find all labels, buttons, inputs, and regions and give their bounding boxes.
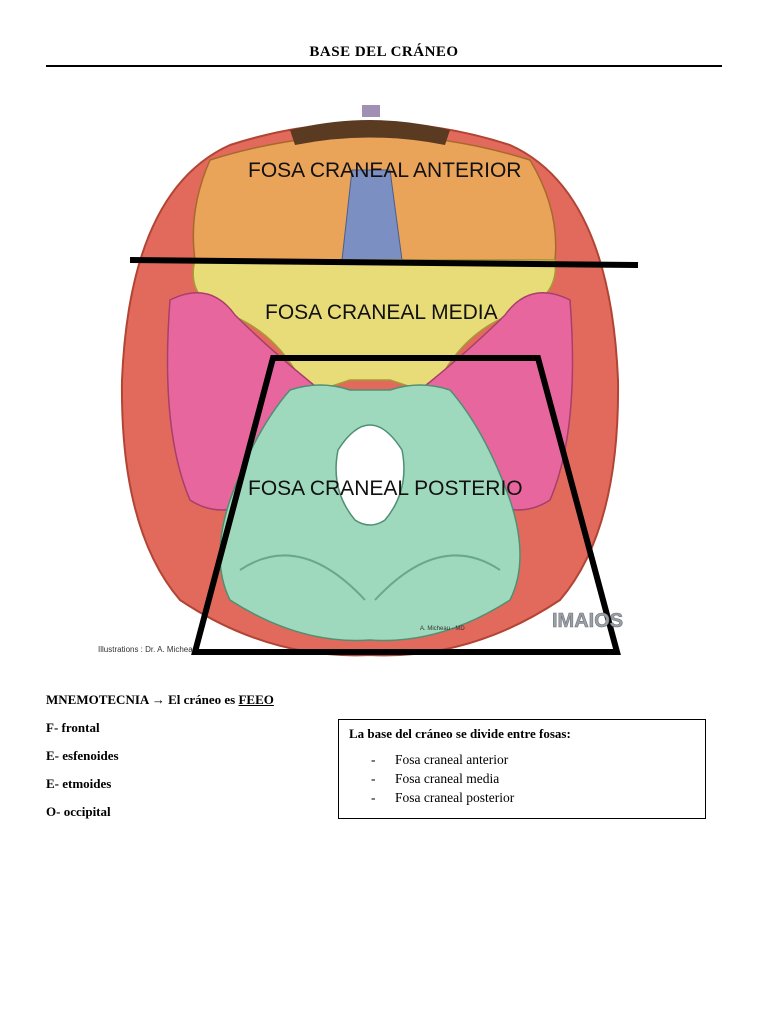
- illustration-credit: Illustrations : Dr. A. Michea: [98, 645, 193, 654]
- anterior-media-divider: [129, 257, 639, 268]
- list-item: - Fosa craneal anterior: [371, 752, 695, 771]
- bullet-dash: -: [371, 752, 376, 767]
- mnemonic-item: O- occipital: [46, 804, 111, 819]
- list-item: - Fosa craneal media: [371, 771, 695, 790]
- occipital-ridge: [239, 554, 501, 601]
- list-item-label: Fosa craneal posterior: [395, 790, 515, 805]
- bullet-dash: -: [371, 790, 376, 805]
- list-item-label: Fosa craneal media: [395, 771, 500, 786]
- label-posterior-fossa: FOSA CRANEAL POSTERIO: [248, 477, 523, 500]
- imaios-watermark: IMAIOS: [552, 610, 623, 632]
- label-media-fossa: FOSA CRANEAL MEDIA: [265, 301, 498, 324]
- mnemonic-heading: MNEMOTECNIA → El cráneo es FEEO: [46, 692, 274, 708]
- fossae-summary-box: La base del cráneo se divide entre fosas…: [338, 719, 706, 819]
- mnemonic-keyword: FEEO: [238, 692, 274, 707]
- mnemonic-prefix: MNEMOTECNIA: [46, 692, 149, 707]
- title-divider: [46, 65, 722, 67]
- summary-box-title: La base del cráneo se divide entre fosas…: [349, 726, 571, 741]
- fossae-list: - Fosa craneal anterior - Fosa craneal med…: [349, 752, 695, 809]
- foramen-magnum: [335, 424, 405, 526]
- label-anterior-fossa: FOSA CRANEAL ANTERIOR: [248, 159, 521, 182]
- crista-galli: [362, 105, 380, 117]
- list-item: - Fosa craneal posterior: [371, 790, 695, 809]
- mnemonic-phrase: El cráneo es: [168, 692, 236, 707]
- illustration-signature: A. Micheau - MD: [420, 626, 465, 632]
- frontal-sinus: [290, 120, 450, 145]
- list-item-label: Fosa craneal anterior: [395, 752, 509, 767]
- skull-base-figure: FOSA CRANEAL ANTERIOR FOSA CRANEAL MEDIA…: [90, 100, 650, 660]
- posterior-fossa-outline: [191, 355, 621, 655]
- mnemonic-item: F- frontal: [46, 720, 100, 735]
- arrow-icon: →: [151, 692, 165, 707]
- mnemonic-item: E- etmoides: [46, 776, 112, 791]
- bullet-dash: -: [371, 771, 376, 786]
- document-title: BASE DEL CRÁNEO: [309, 44, 459, 60]
- skull-base-illustration: FOSA CRANEAL ANTERIOR FOSA CRANEAL MEDIA…: [98, 105, 639, 657]
- mnemonic-item: E- esfenoides: [46, 748, 119, 763]
